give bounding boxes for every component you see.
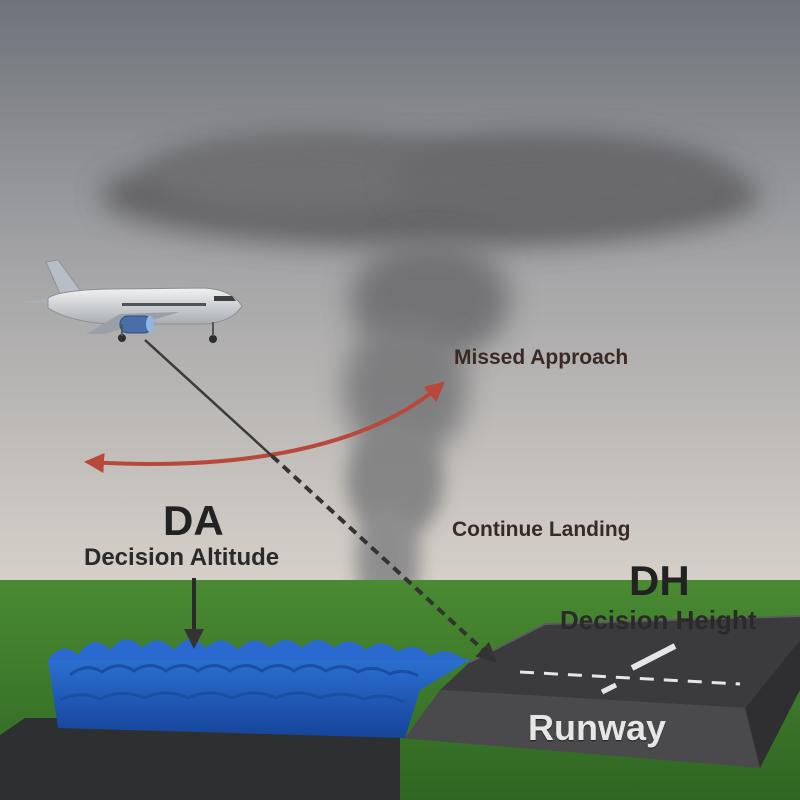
runway-block (400, 615, 800, 768)
dh-label: DH (629, 557, 690, 604)
continue-landing-label: Continue Landing (452, 518, 631, 541)
water-terrain (48, 639, 470, 738)
aircraft (22, 259, 243, 343)
glide-path-line (144, 339, 273, 457)
missed-approach-arrow (84, 381, 446, 473)
ground-base (0, 718, 400, 800)
continue-landing-path (270, 454, 497, 663)
dh-full-label: Decision Height (560, 605, 757, 635)
da-label: DA (163, 497, 224, 544)
missed-approach-label: Missed Approach (454, 346, 629, 369)
da-full-label: Decision Altitude (84, 544, 280, 571)
runway-label: Runway (528, 707, 667, 748)
